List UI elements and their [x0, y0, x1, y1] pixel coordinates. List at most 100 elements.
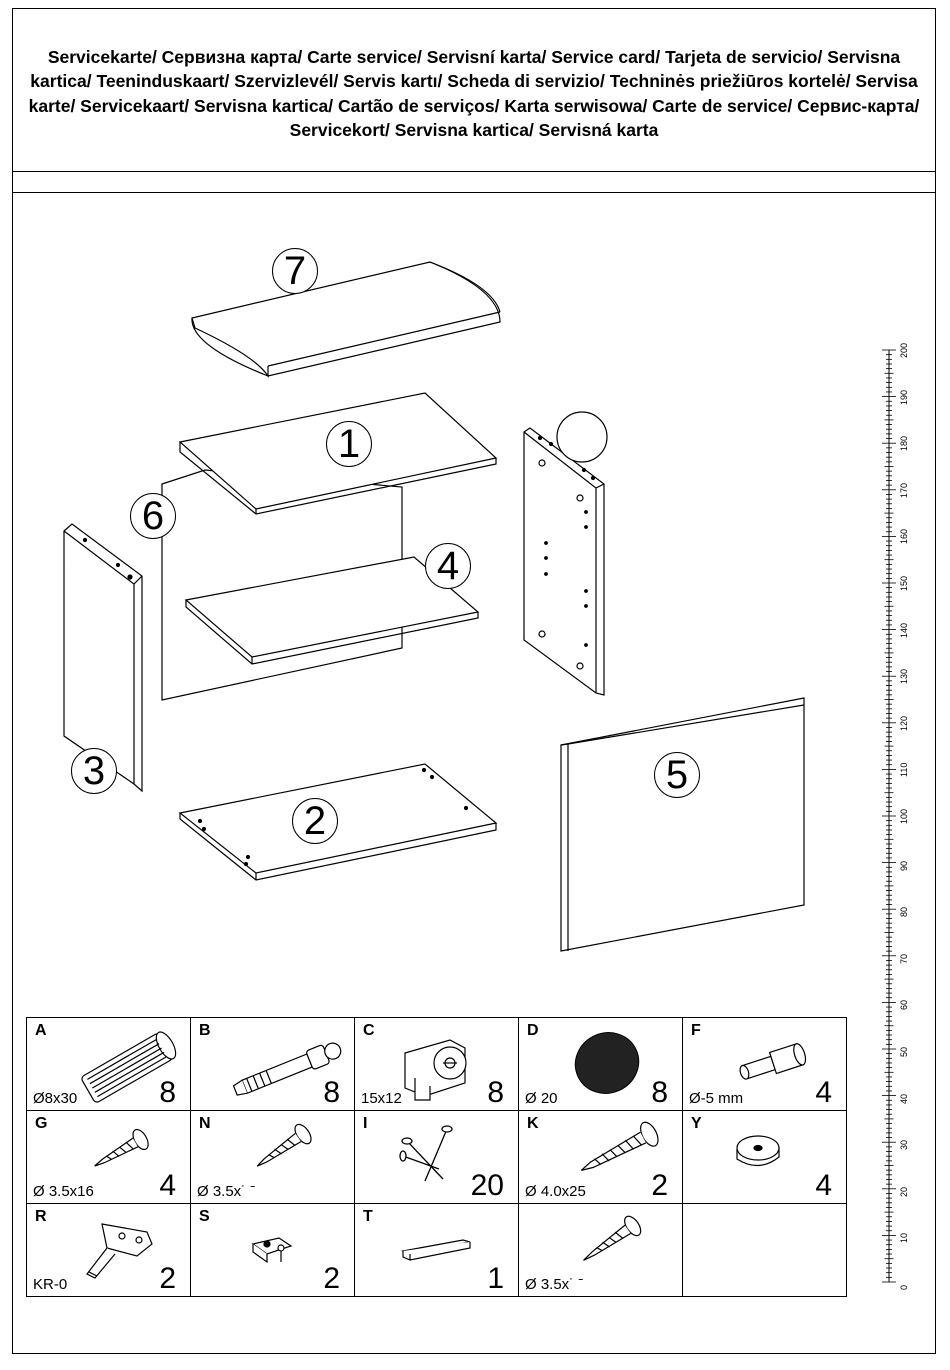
panel-2-bottom: [178, 763, 498, 881]
hardware-size: Ø 3.5x˙ ˉ: [525, 1276, 584, 1293]
hardware-qty: 8: [159, 1076, 176, 1109]
hardware-cell-d: D Ø 20 8: [518, 1017, 683, 1111]
hardware-cell-t: T 1: [354, 1203, 519, 1297]
panel-7-top: [191, 261, 501, 379]
part-number-7: 7: [272, 248, 318, 294]
part-number-4: 4: [425, 543, 471, 589]
ruler-label: 10: [899, 1233, 909, 1244]
hardware-letter: N: [199, 1115, 211, 1132]
ruler-label: 20: [899, 1186, 909, 1197]
ruler-label: 190: [899, 389, 909, 405]
part-number-2: 2: [292, 798, 338, 844]
hardware-size: 15x12: [361, 1090, 402, 1107]
hardware-letter: R: [35, 1208, 47, 1225]
hardware-qty: 1: [487, 1262, 504, 1295]
part-number-5: 5: [654, 752, 700, 798]
hardware-letter: Y: [691, 1115, 702, 1132]
hardware-cell-g: G Ø 3.5x16 4: [26, 1110, 191, 1204]
hardware-letter: C: [363, 1022, 375, 1039]
connector-bolt-icon: [232, 1042, 342, 1096]
ruler-label: 120: [899, 715, 909, 731]
ruler-label: 200: [899, 342, 909, 358]
hardware-cell-screw: Ø 3.5x˙ ˉ: [518, 1203, 683, 1297]
glide-foot-icon: [736, 1135, 780, 1167]
ruler-label: 180: [899, 436, 909, 452]
hardware-letter: K: [527, 1115, 539, 1132]
ruler-label: 70: [899, 953, 909, 964]
hardware-parts-table: A Ø8x30 8 B: [26, 1017, 847, 1297]
hardware-cell-c: C 15x12 8: [354, 1017, 519, 1111]
ruler-label: 160: [899, 529, 909, 545]
hardware-size: Ø 20: [525, 1090, 558, 1107]
hardware-size: KR-0: [33, 1276, 68, 1293]
part-number-6: 6: [130, 493, 176, 539]
ruler-label: 110: [899, 763, 909, 778]
hardware-cell-y: Y 4: [682, 1110, 847, 1204]
hardware-letter: I: [363, 1115, 368, 1132]
ruler-label: 0: [899, 1284, 909, 1290]
hinge-plate-icon: [251, 1237, 293, 1264]
hardware-letter: D: [527, 1022, 539, 1039]
hardware-cell-n: N Ø 3.5x˙ ˉ: [190, 1110, 355, 1204]
ruler-label: 130: [899, 669, 909, 685]
hardware-size: Ø 3.5x˙ ˉ: [197, 1183, 256, 1200]
screw-icon: [256, 1123, 312, 1167]
ruler-label: 170: [899, 482, 909, 498]
wooden-strip-icon: [400, 1239, 471, 1261]
hardware-cell-f: F Ø-5 mm 4: [682, 1017, 847, 1111]
hardware-size: Ø8x30: [33, 1090, 78, 1107]
ruler-label: 150: [899, 575, 909, 591]
ruler-label: 60: [899, 1000, 909, 1011]
hinge-icon: [86, 1223, 153, 1279]
ruler-label: 80: [899, 907, 909, 918]
hardware-cell-empty: [682, 1203, 847, 1297]
hardware-qty: 8: [651, 1076, 668, 1109]
hardware-qty: 4: [815, 1169, 832, 1202]
hardware-letter: S: [199, 1208, 210, 1225]
hardware-qty: 4: [815, 1076, 832, 1109]
hardware-qty: 4: [159, 1169, 176, 1202]
cam-lock-icon: [404, 1039, 467, 1101]
hardware-cell-b: B 8: [190, 1017, 355, 1111]
screw-icon: [583, 1215, 642, 1261]
hardware-qty: 2: [159, 1262, 176, 1295]
hardware-qty: 8: [487, 1076, 504, 1109]
panel-3-left-side: [63, 523, 143, 793]
ruler-ticks: [882, 349, 896, 1283]
hardware-size: Ø 4.0x25: [525, 1183, 586, 1200]
ruler-label: 30: [899, 1140, 909, 1151]
hardware-letter: B: [199, 1022, 211, 1039]
hardware-cell-s: S 2: [190, 1203, 355, 1297]
hardware-letter: F: [691, 1022, 701, 1039]
hardware-cell-r: R KR-0 2: [26, 1203, 191, 1297]
page-title: Servicekarte/ Сервизна карта/ Carte serv…: [28, 46, 920, 141]
ruler-label: 40: [899, 1093, 909, 1104]
hardware-cell-k: K Ø 4.0x25 2: [518, 1110, 683, 1204]
hardware-letter: T: [363, 1208, 373, 1225]
header-divider-strip: [12, 172, 936, 193]
panel-right-side: [523, 427, 605, 696]
felt-pad-icon: [574, 1032, 640, 1094]
ruler-label: 140: [899, 622, 909, 638]
hardware-cell-i: I 20: [354, 1110, 519, 1204]
ruler-label: 50: [899, 1046, 909, 1057]
screw-icon: [94, 1128, 149, 1167]
screw-icon: [580, 1121, 659, 1171]
hardware-qty: 20: [470, 1169, 504, 1202]
part-number-3: 3: [71, 748, 117, 794]
ruler-label: 100: [899, 808, 909, 824]
wooden-dowel-icon: [81, 1031, 177, 1103]
knob-icon: [556, 411, 608, 463]
panel-4-shelf: [184, 556, 480, 665]
hardware-qty: 8: [323, 1076, 340, 1109]
hardware-letter: A: [35, 1022, 47, 1039]
title-box: Servicekarte/ Сервизна карта/ Carte serv…: [12, 8, 936, 172]
part-number-1: 1: [326, 421, 372, 467]
hardware-qty: 2: [323, 1262, 340, 1295]
hardware-size: Ø-5 mm: [689, 1090, 744, 1107]
hardware-size: Ø 3.5x16: [33, 1183, 94, 1200]
panel-5-door: [560, 697, 805, 952]
hardware-letter: G: [35, 1115, 48, 1132]
hardware-cell-a: A Ø8x30 8: [26, 1017, 191, 1111]
